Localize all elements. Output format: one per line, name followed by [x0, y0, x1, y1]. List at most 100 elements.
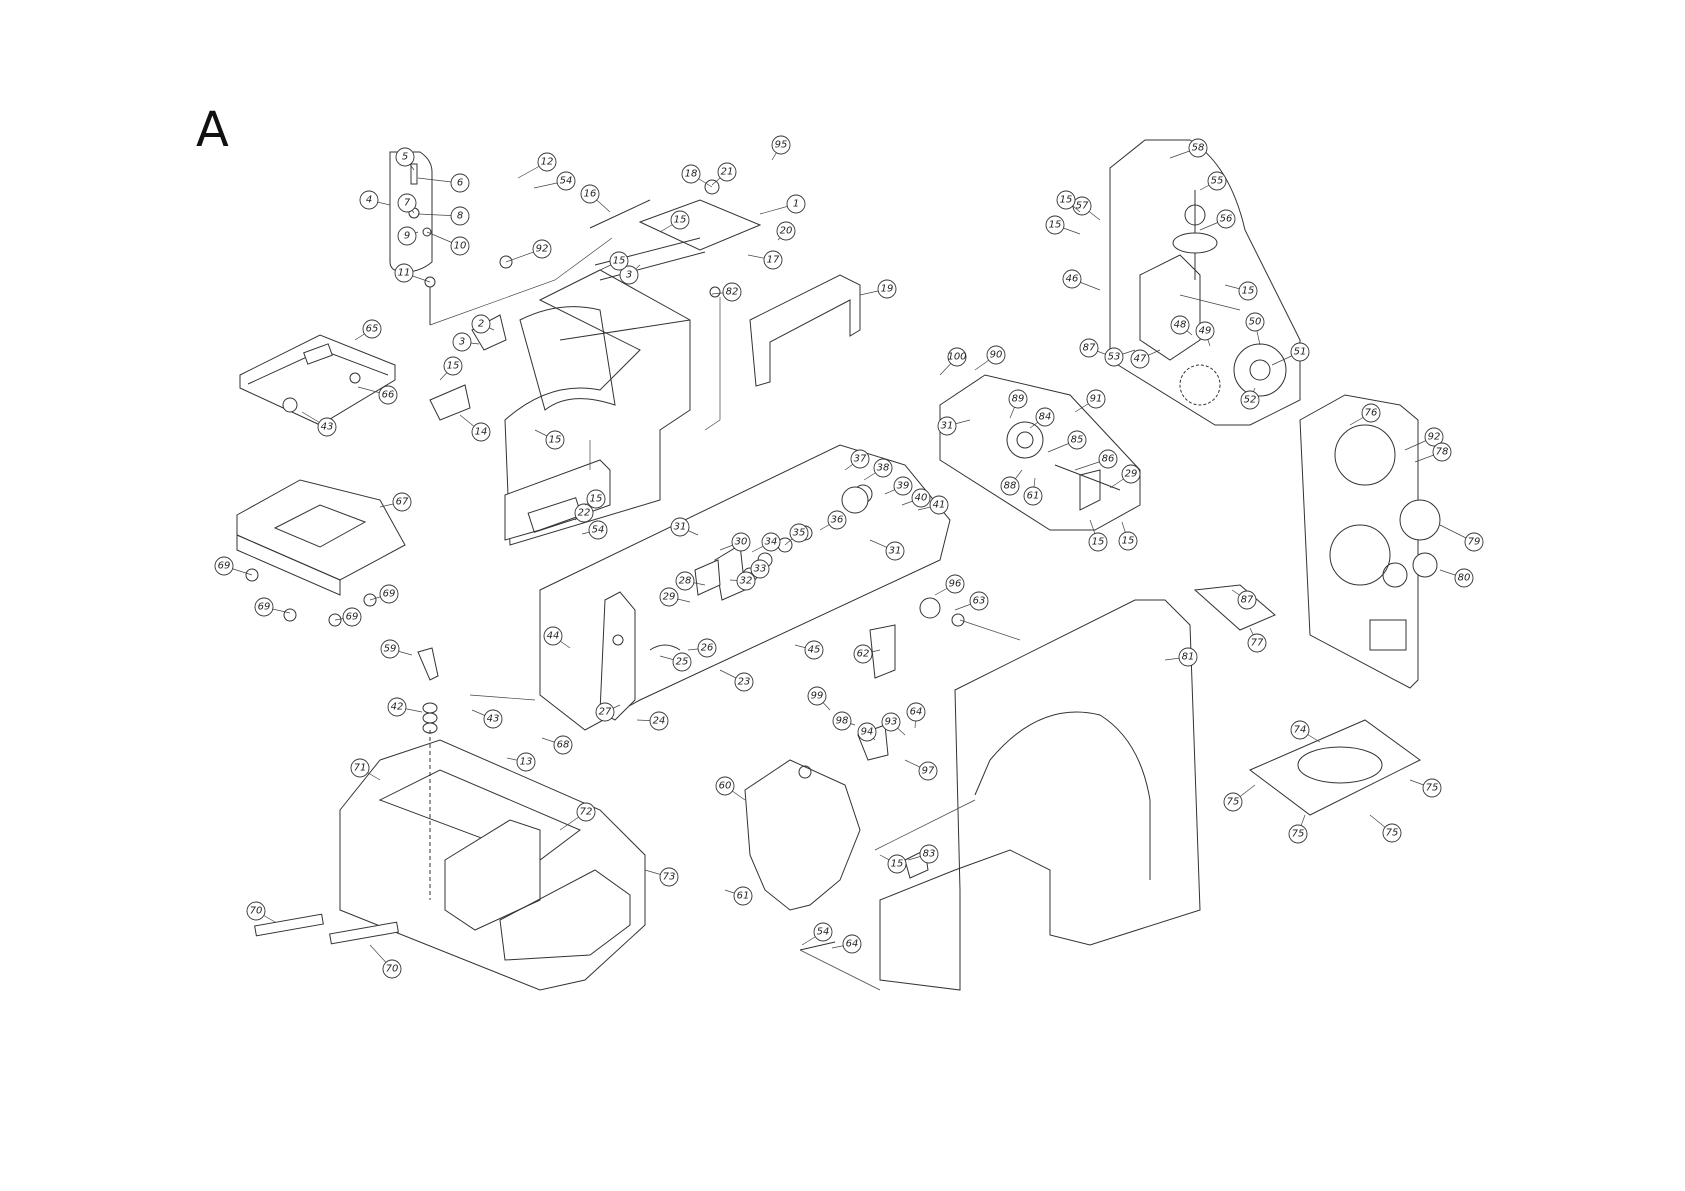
part-number-label: 12 — [541, 157, 554, 168]
balloon-circle — [395, 147, 415, 167]
part-number-label: 61 — [1027, 491, 1040, 502]
part-balloon-69: 69 — [254, 597, 291, 617]
part-balloon-63: 63 — [954, 591, 989, 611]
front-cover-plate — [599, 591, 636, 721]
part-number-label: 89 — [1012, 394, 1025, 405]
part-balloon-15: 15 — [1056, 190, 1081, 213]
part-balloon-79: 79 — [1439, 524, 1484, 552]
part-number-label: 32 — [740, 576, 753, 587]
part-number-label: 54 — [592, 525, 605, 536]
part-number-label: 15 — [1122, 536, 1135, 547]
part-balloon-73: 73 — [644, 867, 679, 887]
part-number-label: 90 — [990, 350, 1003, 361]
part-number-label: 31 — [674, 522, 687, 533]
part-number-label: 40 — [915, 493, 928, 504]
balloon-circle — [1382, 823, 1402, 843]
balloon-circle — [881, 712, 901, 732]
balloon-circle — [722, 282, 742, 302]
part-number-label: 69 — [383, 589, 396, 600]
balloon-circle — [670, 210, 690, 230]
balloon-circle — [804, 640, 824, 660]
balloon-circle — [450, 206, 470, 226]
part-number-label: 27 — [599, 707, 612, 718]
part-number-label: 54 — [817, 927, 830, 938]
part-balloon-21: 21 — [711, 162, 737, 186]
part-number-label: 99 — [811, 691, 824, 702]
part-balloon-3: 3 — [452, 332, 480, 352]
part-balloon-15: 15 — [534, 429, 565, 450]
part-number-label: 29 — [663, 592, 676, 603]
part-number-label: 83 — [923, 849, 936, 860]
balloon-circle — [543, 626, 563, 646]
part-number-label: 91 — [1090, 394, 1103, 405]
balloon-circle — [450, 236, 470, 256]
part-balloon-43: 43 — [471, 709, 503, 729]
part-number-label: 2 — [478, 319, 484, 330]
balloon-circle — [580, 184, 600, 204]
balloon-circle — [659, 587, 679, 607]
part-balloon-15: 15 — [659, 210, 690, 233]
balloon-circle — [919, 844, 939, 864]
part-balloon-74: 74 — [1290, 720, 1321, 743]
part-balloon-88: 88 — [1000, 469, 1023, 496]
part-balloon-3: 3 — [619, 264, 641, 285]
part-balloon-97: 97 — [904, 759, 938, 781]
part-number-label: 37 — [854, 454, 867, 465]
part-balloon-11: 11 — [394, 263, 431, 283]
part-number-label: 15 — [549, 435, 562, 446]
balloon-circle — [595, 702, 615, 722]
part-number-label: 41 — [933, 500, 946, 511]
part-balloon-24: 24 — [636, 711, 669, 731]
part-number-label: 75 — [1386, 828, 1399, 839]
balloon-circle — [681, 164, 701, 184]
balloon-circle — [813, 922, 833, 942]
balloon-circle — [382, 959, 402, 979]
balloon-circle — [1086, 389, 1106, 409]
part-balloon-38: 38 — [863, 458, 893, 481]
part-balloon-22: 22 — [574, 503, 594, 523]
part-number-label: 67 — [396, 497, 409, 508]
part-balloon-89: 89 — [1008, 389, 1028, 419]
balloon-circle — [1247, 633, 1267, 653]
part-number-label: 53 — [1108, 352, 1121, 363]
pin-group-outline — [389, 151, 433, 273]
part-balloon-64: 64 — [906, 702, 926, 729]
part-balloon-15: 15 — [1045, 215, 1081, 235]
part-balloon-66: 66 — [357, 385, 398, 405]
top-cover-outline — [504, 269, 691, 546]
balloon-circle — [1170, 315, 1190, 335]
part-balloon-80: 80 — [1439, 568, 1474, 588]
part-number-label: 56 — [1220, 214, 1233, 225]
part-number-label: 86 — [1102, 454, 1115, 465]
part-number-label: 1 — [793, 199, 799, 210]
part-balloon-69: 69 — [214, 556, 253, 576]
storage-box — [444, 819, 541, 931]
part-balloon-25: 25 — [659, 652, 692, 672]
sheet-letter: A — [196, 102, 229, 158]
part-number-label: 60 — [719, 781, 732, 792]
balloon-circle — [887, 854, 907, 874]
part-number-label: 28 — [679, 576, 692, 587]
balloon-circle — [1079, 338, 1099, 358]
part-number-label: 75 — [1426, 783, 1439, 794]
part-number-label: 17 — [767, 255, 780, 266]
part-number-label: 9 — [404, 231, 410, 242]
balloon-circle — [670, 517, 690, 537]
balloon-circle — [1288, 824, 1308, 844]
part-balloon-53: 53 — [1104, 347, 1136, 367]
balloon-circle — [731, 532, 751, 552]
balloon-circle — [736, 571, 756, 591]
balloon-circle — [254, 597, 274, 617]
balloon-circle — [675, 571, 695, 591]
balloon-circle — [576, 802, 596, 822]
balloon-circle — [342, 607, 362, 627]
part-balloon-54: 54 — [581, 520, 608, 540]
part-balloon-75: 75 — [1288, 814, 1308, 844]
part-balloon-75: 75 — [1223, 784, 1256, 812]
part-number-label: 92 — [1428, 432, 1441, 443]
balloon-circle — [906, 702, 926, 722]
part-number-label: 49 — [1199, 326, 1212, 337]
part-number-label: 20 — [780, 226, 793, 237]
part-number-label: 31 — [889, 546, 902, 557]
part-number-label: 19 — [881, 284, 894, 295]
